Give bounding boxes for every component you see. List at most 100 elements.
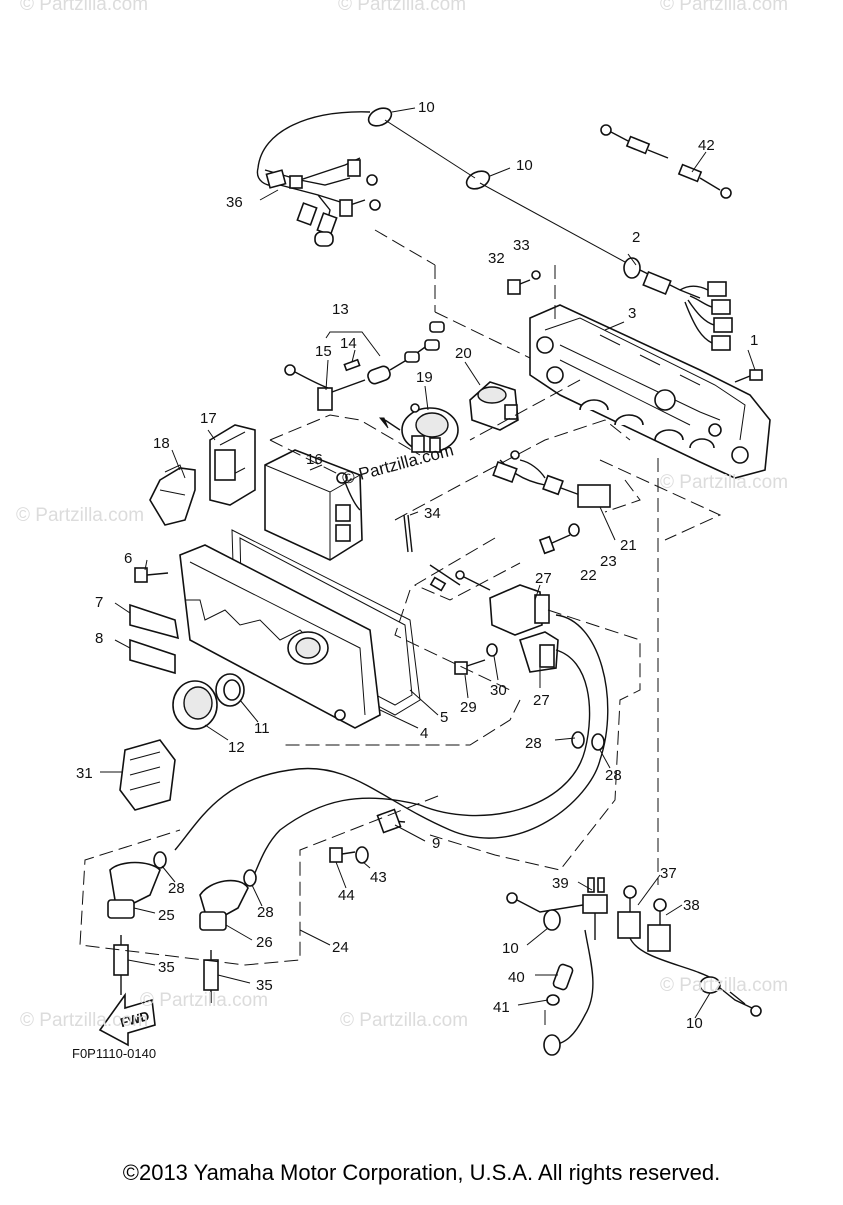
callout-14: 14 [340,335,357,352]
callout-26: 26 [256,934,273,951]
callout-39: 39 [552,875,569,892]
callout-9: 9 [432,835,440,852]
callout-10a: 10 [418,99,435,116]
watermark: © Partzilla.com [16,505,145,526]
cap-12 [172,680,218,730]
watermark: © Partzilla.com [660,472,789,493]
callout-13: 13 [332,301,349,318]
watermark: © Partzilla.com [140,990,269,1011]
watermark: © Partzilla.com [338,0,467,15]
watermark: © Partzilla.com [660,0,789,15]
callout-3: 3 [628,305,636,322]
callout-44: 44 [338,887,355,904]
callout-2: 2 [632,229,640,246]
wire-21 [492,450,611,508]
switches-37-38-39 [506,877,716,981]
callout-42: 42 [698,137,715,154]
watermark: © Partzilla.com [340,1010,469,1031]
callout-15: 15 [315,343,332,360]
callout-28a: 28 [525,735,542,752]
callout-36: 36 [226,194,243,211]
bolt-29-30 [454,643,498,675]
bolt-32-33 [507,270,541,295]
callout-4: 4 [420,725,428,742]
callout-43: 43 [370,869,387,886]
callout-40: 40 [508,969,525,986]
bolt-43-44 [329,846,369,864]
callout-11: 11 [254,720,270,737]
callout-33: 33 [513,237,530,254]
ignition-coils-27 [429,564,559,673]
fwd-label: FWD [119,1008,151,1030]
callout-10c: 10 [502,940,519,957]
callout-18: 18 [153,435,170,452]
high-tension-cables-9 [174,614,609,881]
connector-31 [119,739,176,811]
start-switch-19 [378,403,459,453]
callout-5: 5 [440,709,448,726]
diagram-code: F0P1110-0140 [72,1046,157,1061]
callout-10b: 10 [516,157,533,174]
bracket-18 [149,464,196,526]
plug-caps-25-26 [107,861,249,931]
bolt-34 [403,514,413,553]
bracket-17 [209,424,256,506]
callout-31: 31 [76,765,93,782]
watermark: © Partzilla.com [660,975,789,996]
watermark: © Partzilla.com [20,1010,149,1031]
callout-16: 16 [306,451,323,468]
callout-38: 38 [683,897,700,914]
callout-27a: 27 [535,570,552,587]
callout-28d: 28 [257,904,274,921]
labels-7-8 [129,603,179,675]
leader-lines [100,189,756,1019]
harness-2 [623,257,733,351]
callout-34: 34 [424,505,441,522]
watermark: © Partzilla.com [20,0,149,15]
fwd-arrow: FWD [98,992,156,1047]
bolt-1 [734,369,763,383]
clamps-10-bottom [543,909,762,1017]
group-outlines [79,229,722,966]
callout-10d: 10 [686,1015,703,1032]
cover-4 [179,544,381,729]
callout-35b: 35 [256,977,273,994]
switch-20 [469,381,519,431]
callout-17: 17 [200,410,217,427]
fuse-wire-13-14-15 [284,321,445,411]
wire-harness-36 [256,111,381,247]
callout-6: 6 [124,550,132,567]
part-40-41 [543,929,594,1056]
callout-20: 20 [455,345,472,362]
callout-12: 12 [228,739,245,756]
callout-35a: 35 [158,959,175,976]
callout-7: 7 [95,594,103,611]
copyright-notice: ©2013 Yamaha Motor Corporation, U.S.A. A… [122,1160,721,1185]
cdi-unit-16 [264,449,363,561]
clamp-10-top [367,107,626,263]
callout-30: 30 [490,682,507,699]
bolt-22-23 [538,523,580,555]
callout-25: 25 [158,907,175,924]
callout-27b: 27 [533,692,550,709]
callout-29: 29 [460,699,477,716]
callout-28b: 28 [605,767,622,784]
callout-8: 8 [95,630,103,647]
bolt-6 [134,567,169,583]
electrical-box-3 [529,304,771,479]
callout-21: 21 [620,537,637,554]
wire-42 [600,124,732,199]
callout-32: 32 [488,250,505,267]
callout-19: 19 [416,369,433,386]
callout-41: 41 [493,999,510,1016]
callout-22: 22 [580,567,597,584]
callout-labels: 10 10 36 42 33 32 2 3 1 13 14 15 20 19 1… [76,99,758,1032]
callout-37: 37 [660,865,677,882]
callout-23: 23 [600,553,617,570]
callout-1: 1 [750,332,758,349]
callout-28c: 28 [168,880,185,897]
clamps-28 [153,731,605,887]
spark-plugs-35 [113,935,219,1003]
seal-11 [215,673,245,707]
